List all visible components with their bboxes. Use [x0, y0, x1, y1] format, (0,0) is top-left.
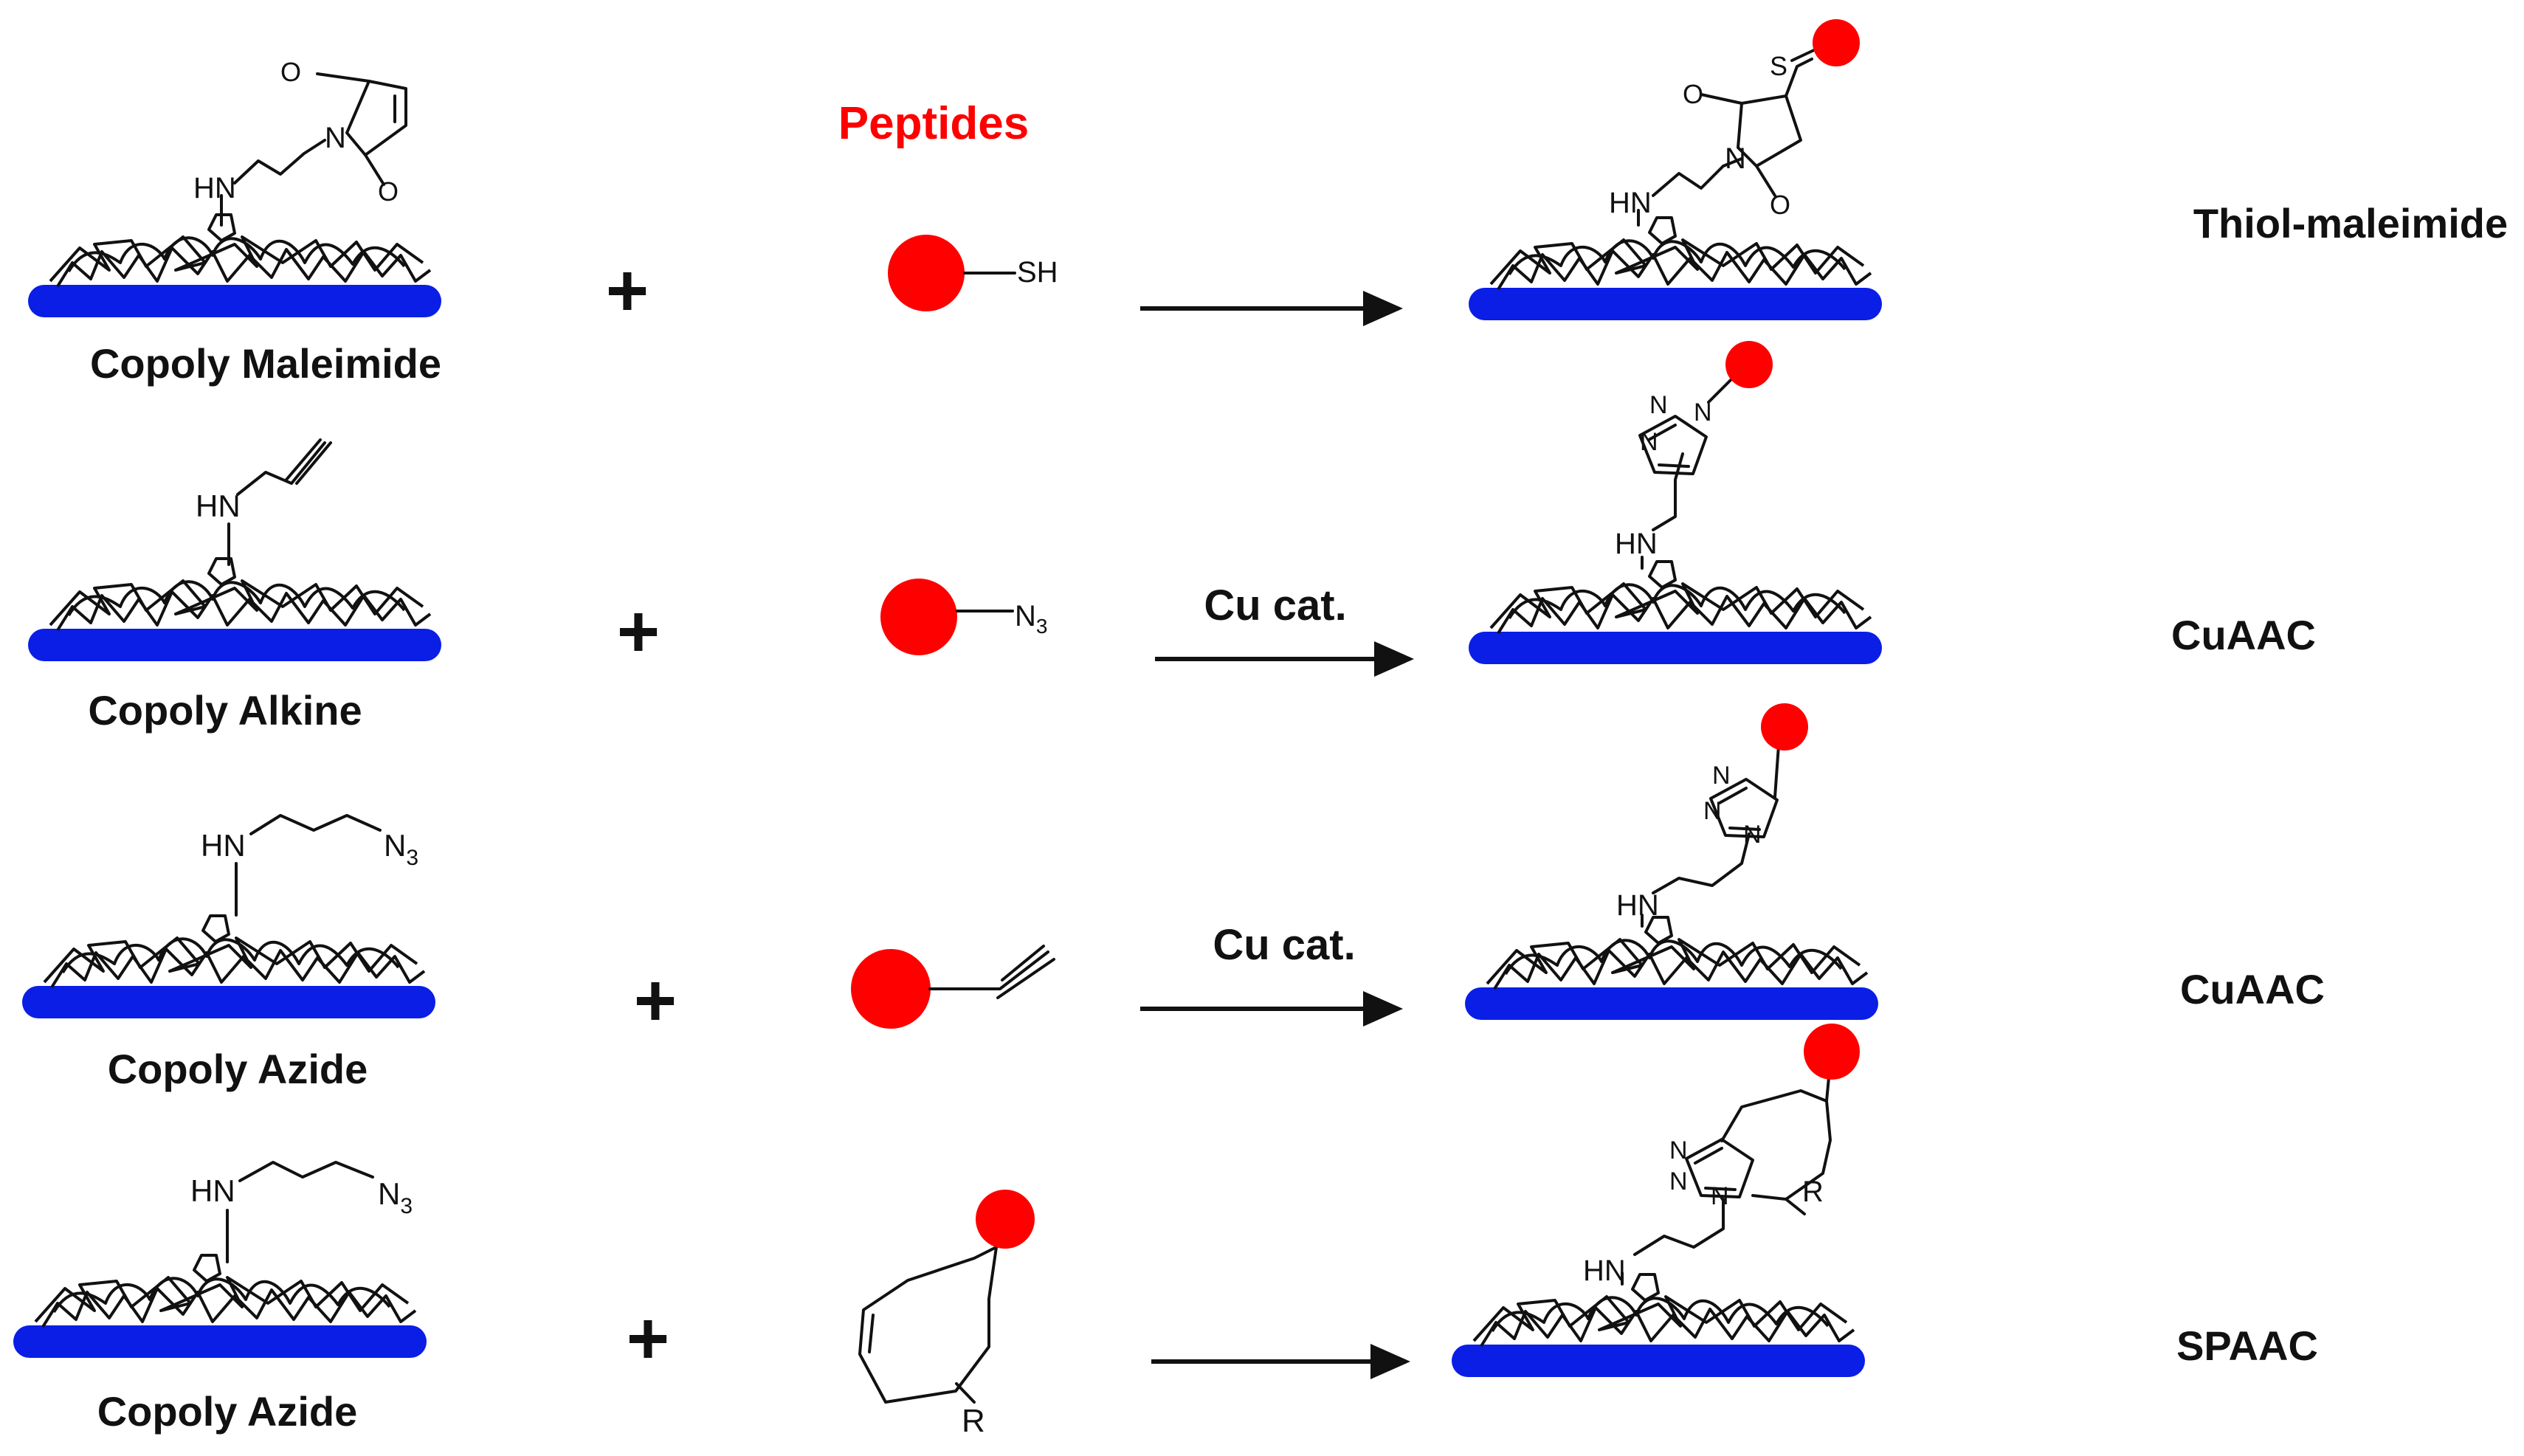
row-cuaac-alkyne: HN Copoly Alkine + N3 Cu cat. HN N N N C…: [27, 341, 2316, 734]
oxo-top-label: O: [280, 57, 301, 87]
azide-label: N3: [384, 828, 418, 870]
row-thiol-maleimide: HN N O O Copoly Maleimide + SH HN N: [27, 19, 2508, 387]
triazole-n2-label: N: [1669, 1167, 1688, 1195]
oxo-bottom-label: O: [1770, 190, 1790, 220]
substrate-azide: HN N3: [12, 1161, 428, 1359]
polymer-surface: [1450, 1273, 1866, 1379]
triazole-n1-label: N: [1669, 1136, 1688, 1165]
peptide-bead: [851, 949, 931, 1029]
imide-n-label: N: [1725, 142, 1746, 175]
reaction-type-label: CuAAC: [2180, 966, 2325, 1012]
azide-group-label: N3: [1015, 600, 1047, 638]
polymer-surface: [1467, 560, 1883, 666]
substrate-maleimide: HN N O O: [27, 57, 443, 319]
ring-substituent-label: R: [1802, 1176, 1824, 1208]
peptide-bead: [1725, 341, 1773, 388]
peptide-bead: [880, 579, 957, 655]
peptide-bead: [976, 1190, 1035, 1249]
row-cuaac-azide: HN N3 Copoly Azide + Cu cat. HN N N N Cu…: [21, 703, 2325, 1092]
amine-label: HN: [196, 489, 241, 523]
triazole-n2-label: N: [1649, 391, 1668, 419]
reaction-condition: Cu cat.: [1204, 582, 1346, 629]
ring-substituent-label: R: [962, 1403, 985, 1439]
row-spaac: HN N3 Copoly Azide + R HN N N N: [12, 1024, 2318, 1439]
reaction-type-label: CuAAC: [2171, 612, 2316, 658]
triazole-n1-label: N: [1640, 428, 1658, 456]
triazole-n2-label: N: [1703, 797, 1722, 825]
amine-label: HN: [1616, 889, 1659, 922]
oxo-top-label: O: [1683, 79, 1703, 109]
amine-label: HN: [201, 828, 246, 863]
azide-peptide-reagent: N3: [880, 579, 1047, 655]
substrate-alkyne: HN: [27, 438, 443, 663]
imide-n-label: N: [325, 122, 346, 154]
sulfur-label: S: [1770, 51, 1787, 81]
cyclooctyne-peptide-reagent: R: [858, 1190, 1035, 1439]
triazole-n1-label: N: [1712, 762, 1731, 790]
amine-label: HN: [1615, 528, 1658, 560]
peptide-bead: [1804, 1024, 1860, 1080]
thiol-peptide-reagent: SH: [888, 235, 1058, 311]
plus-sign: +: [606, 249, 649, 332]
azide-label: N3: [378, 1176, 413, 1218]
polymer-surface: [12, 1254, 428, 1359]
oxo-bottom-label: O: [378, 176, 399, 207]
triazole-n3-label: N: [1743, 821, 1762, 849]
thiol-group-label: SH: [1017, 256, 1058, 289]
product-thiosuccinimide: HN N O O S: [1467, 19, 1883, 322]
reaction-type-label: SPAAC: [2176, 1322, 2318, 1369]
amine-label: HN: [1583, 1255, 1626, 1287]
product-triazole: HN N N N: [1467, 341, 1883, 666]
product-triazole: HN N N N: [1463, 703, 1880, 1021]
reaction-type-label: Thiol-maleimide: [2193, 200, 2508, 246]
peptide-bead: [1813, 19, 1860, 66]
plus-sign: +: [617, 590, 660, 673]
peptides-heading: Peptides: [838, 98, 1029, 149]
substrate-label: Copoly Alkine: [88, 687, 362, 734]
substrate-azide: HN N3: [21, 814, 437, 1020]
peptide-bead: [1761, 703, 1808, 751]
amine-label: HN: [193, 172, 236, 204]
triazole-n3-label: N: [1711, 1182, 1729, 1210]
polymer-surface: [27, 557, 443, 663]
polymer-surface: [21, 914, 437, 1020]
polymer-surface: [27, 213, 443, 319]
plus-sign: +: [634, 959, 677, 1042]
polymer-surface: [1467, 216, 1883, 322]
product-fused-triazole: HN N N N R: [1450, 1024, 1866, 1379]
amine-label: HN: [1609, 187, 1652, 219]
plus-sign: +: [627, 1297, 669, 1380]
substrate-label: Copoly Azide: [108, 1046, 368, 1092]
polymer-surface: [1463, 916, 1880, 1021]
substrate-label: Copoly Azide: [97, 1388, 358, 1435]
alkyne-peptide-reagent: [851, 945, 1055, 1029]
substrate-label: Copoly Maleimide: [90, 340, 441, 387]
amine-label: HN: [190, 1173, 235, 1208]
reaction-condition: Cu cat.: [1213, 921, 1355, 969]
peptide-bead: [888, 235, 965, 311]
